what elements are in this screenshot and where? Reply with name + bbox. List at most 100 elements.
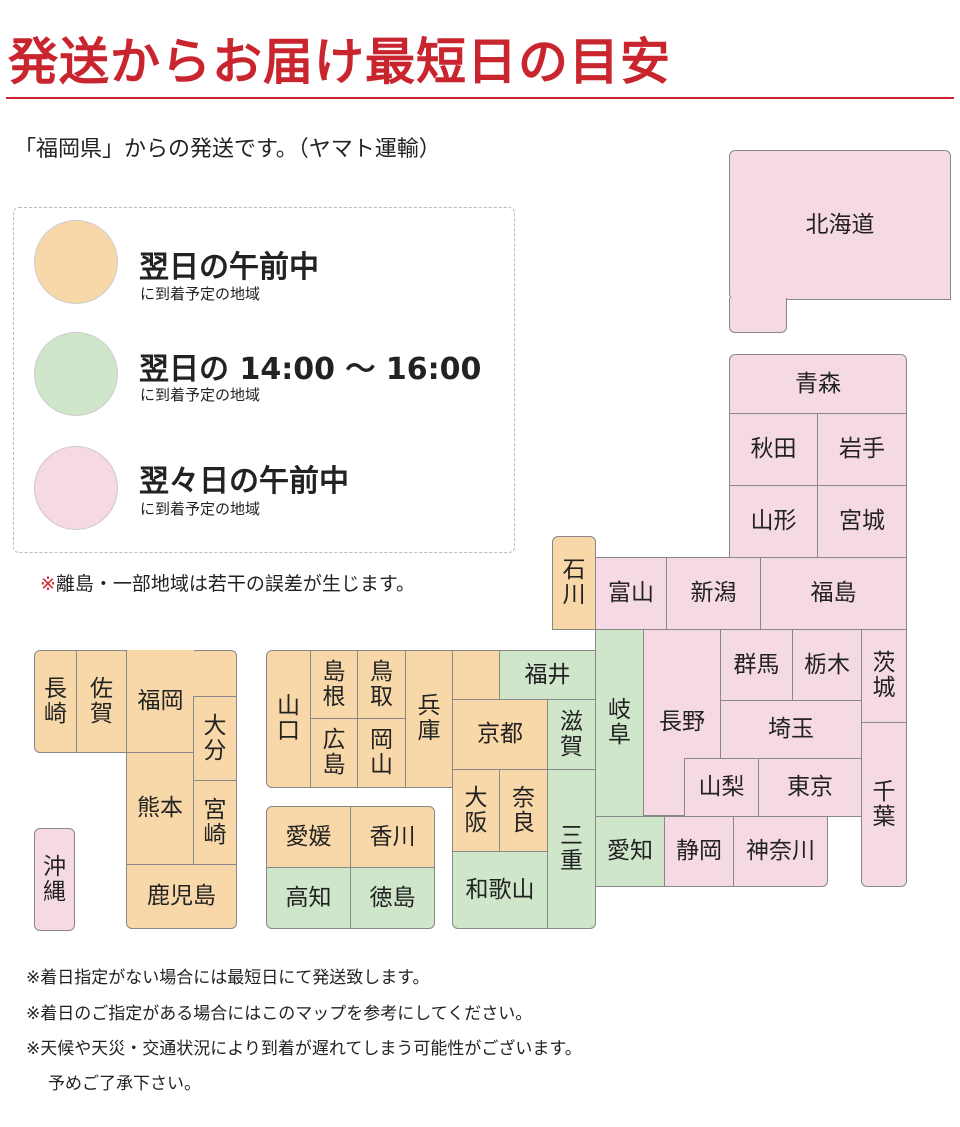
pref-shiga: 滋賀 <box>547 699 596 770</box>
pref-label: 長野 <box>659 709 705 736</box>
pref-label: 和歌山 <box>465 876 535 903</box>
legend-label: 翌日の 14:00 ～ 16:00 <box>139 352 482 387</box>
pref-label: 大阪 <box>464 784 488 836</box>
pref-label: 静岡 <box>676 838 722 865</box>
pref-label: 栃木 <box>804 651 850 678</box>
pref-shizuoka: 静岡 <box>664 816 734 887</box>
pref-label: 山形 <box>750 508 797 535</box>
pref-kochi: 高知 <box>266 867 351 929</box>
pref-gunma: 群馬 <box>720 629 793 701</box>
pref-tottori: 鳥取 <box>357 650 406 719</box>
pref-label: 島根 <box>322 658 346 710</box>
footer-note-3: ※天候や天災・交通状況により到着が遅れてしまう可能性がございます。 <box>26 1039 582 1059</box>
pref-saga: 佐賀 <box>76 650 127 753</box>
pref-label: 佐賀 <box>89 675 113 727</box>
pref-label: 岩手 <box>839 436 885 463</box>
pref-nagano: 長野 <box>643 629 721 816</box>
pref-okayama: 岡山 <box>357 718 406 788</box>
legend-box: 翌日の午前中 に到着予定の地域 翌日の 14:00 ～ 16:00 に到着予定の… <box>13 207 515 553</box>
footer-note-1: ※着日指定がない場合には最短日にて発送致します。 <box>26 968 430 988</box>
pref-label: 京都 <box>477 721 523 748</box>
pref-toyama: 富山 <box>595 557 667 630</box>
pref-label: 鳥取 <box>369 658 393 710</box>
pref-label: 千葉 <box>872 778 896 830</box>
pref-mie: 三重 <box>547 769 596 929</box>
pref-label: 沖縄 <box>42 853 66 905</box>
pref-label: 茨城 <box>872 650 896 701</box>
pref-label: 青森 <box>795 370 841 397</box>
legend-item-next-afternoon: 翌日の 14:00 ～ 16:00 に到着予定の地域 <box>14 332 514 432</box>
pref-kagawa: 香川 <box>350 806 435 868</box>
pref-label: 鹿児島 <box>147 883 216 910</box>
pref-label: 愛媛 <box>285 823 332 850</box>
pref-label: 長崎 <box>43 675 67 727</box>
legend-sublabel: に到着予定の地域 <box>140 500 261 518</box>
pref-ehime: 愛媛 <box>266 806 351 868</box>
pref-label: 福岡 <box>137 687 184 714</box>
pref-label: 兵庫 <box>417 693 441 744</box>
pref-saitama: 埼玉 <box>720 700 862 759</box>
title-divider <box>6 97 954 99</box>
pref-label: 福井 <box>524 661 571 688</box>
pref-label: 山口 <box>276 693 300 744</box>
pref-yamagata: 山形 <box>729 485 818 558</box>
pink-circle-icon <box>34 446 118 530</box>
pref-label: 徳島 <box>369 884 416 911</box>
pref-label: 宮城 <box>839 508 885 535</box>
pref-nagasaki: 長崎 <box>34 650 77 753</box>
pref-kanagawa: 神奈川 <box>733 816 828 887</box>
pref-label: 群馬 <box>733 651 780 678</box>
pref-niigata: 新潟 <box>666 557 761 630</box>
pref-label: 三重 <box>559 823 583 874</box>
pref-label: 石川 <box>562 557 586 608</box>
pref-akita: 秋田 <box>729 413 818 486</box>
pref-miyagi: 宮城 <box>817 485 907 558</box>
pref-label: 新潟 <box>690 580 737 607</box>
pref-label: 宮崎 <box>203 796 227 848</box>
pref-label: 神奈川 <box>746 838 815 865</box>
pref-fukui: 福井 <box>499 650 596 700</box>
pref-aichi: 愛知 <box>595 816 665 887</box>
pref-okinawa: 沖縄 <box>34 828 75 931</box>
pref-iwate: 岩手 <box>817 413 907 486</box>
pref-wakayama: 和歌山 <box>452 851 548 929</box>
legend-sublabel: に到着予定の地域 <box>140 285 261 303</box>
pref-aomori: 青森 <box>729 354 907 414</box>
pref-label: 岡山 <box>369 727 393 778</box>
pref-kyoto-top <box>452 650 500 700</box>
pref-kyoto: 京都 <box>452 699 548 770</box>
note-text: 離島・一部地域は若干の誤差が生じます。 <box>55 573 416 595</box>
page-title: 発送からお届け最短日の目安 <box>8 33 671 91</box>
pref-shimane: 島根 <box>310 650 358 719</box>
legend-label: 翌日の午前中 <box>139 250 319 285</box>
pref-ibaraki: 茨城 <box>861 629 907 723</box>
pref-label: 東京 <box>787 774 833 801</box>
pref-miyazaki: 宮崎 <box>193 780 237 865</box>
pref-label: 秋田 <box>750 436 797 463</box>
legend-sublabel: に到着予定の地域 <box>140 386 261 404</box>
pref-osaka: 大阪 <box>452 769 500 852</box>
pref-fukushima: 福島 <box>760 557 907 630</box>
pref-label: 高知 <box>285 884 332 911</box>
footer-note-2: ※着日のご指定がある場合にはこのマップを参考にしてください。 <box>26 1004 533 1024</box>
pref-hiroshima: 広島 <box>310 718 358 788</box>
legend-item-next-morning: 翌日の午前中 に到着予定の地域 <box>14 220 514 320</box>
pref-tokushima: 徳島 <box>350 867 435 929</box>
pref-fukuoka: 福岡 <box>126 650 194 753</box>
pref-ishikawa: 石川 <box>552 536 596 630</box>
pref-label: 北海道 <box>805 211 875 238</box>
pref-kumamoto: 熊本 <box>126 752 194 865</box>
pref-label: 奈良 <box>511 784 535 836</box>
pref-hokkaido: 北海道 <box>729 150 951 300</box>
pref-label: 愛知 <box>607 838 653 865</box>
pref-yamanashi: 山梨 <box>684 758 759 817</box>
pref-label: 岐阜 <box>607 697 631 748</box>
pref-label: 埼玉 <box>768 716 814 743</box>
green-circle-icon <box>34 332 118 416</box>
remote-island-note: ※離島・一部地域は若干の誤差が生じます。 <box>40 569 415 596</box>
pref-tokyo: 東京 <box>758 758 862 817</box>
shipping-origin-text: 「福岡県」からの発送です。（ヤマト運輸） <box>14 137 441 162</box>
legend-label: 翌々日の午前中 <box>139 464 349 499</box>
pref-label: 富山 <box>608 580 654 607</box>
footer-note-4: 予めご了承下さい。 <box>48 1074 201 1094</box>
